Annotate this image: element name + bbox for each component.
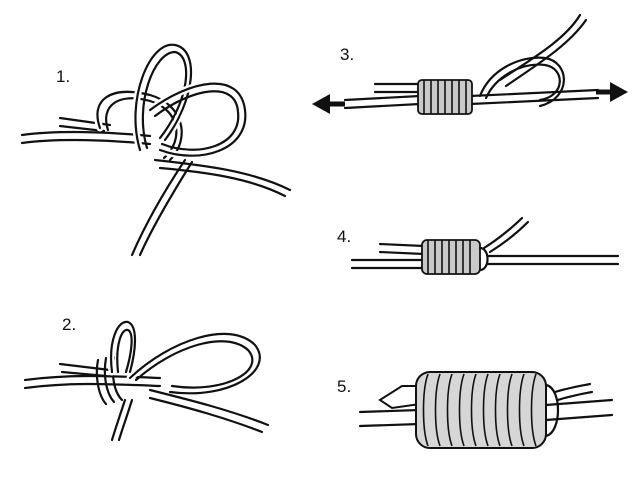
step-2-illustration	[23, 318, 270, 442]
step-4-label: 4.	[337, 227, 352, 246]
arrow-right-icon	[610, 82, 628, 102]
step-2-label: 2.	[62, 315, 77, 334]
step-1-label: 1.	[56, 67, 71, 86]
arrow-left-icon	[312, 94, 330, 114]
step-4-illustration	[350, 216, 620, 275]
step-5-label: 5.	[337, 377, 352, 396]
step-3-label: 3.	[340, 45, 355, 64]
step-1-illustration	[20, 41, 292, 257]
step-3-illustration	[312, 13, 628, 115]
step-5-illustration	[358, 371, 614, 449]
